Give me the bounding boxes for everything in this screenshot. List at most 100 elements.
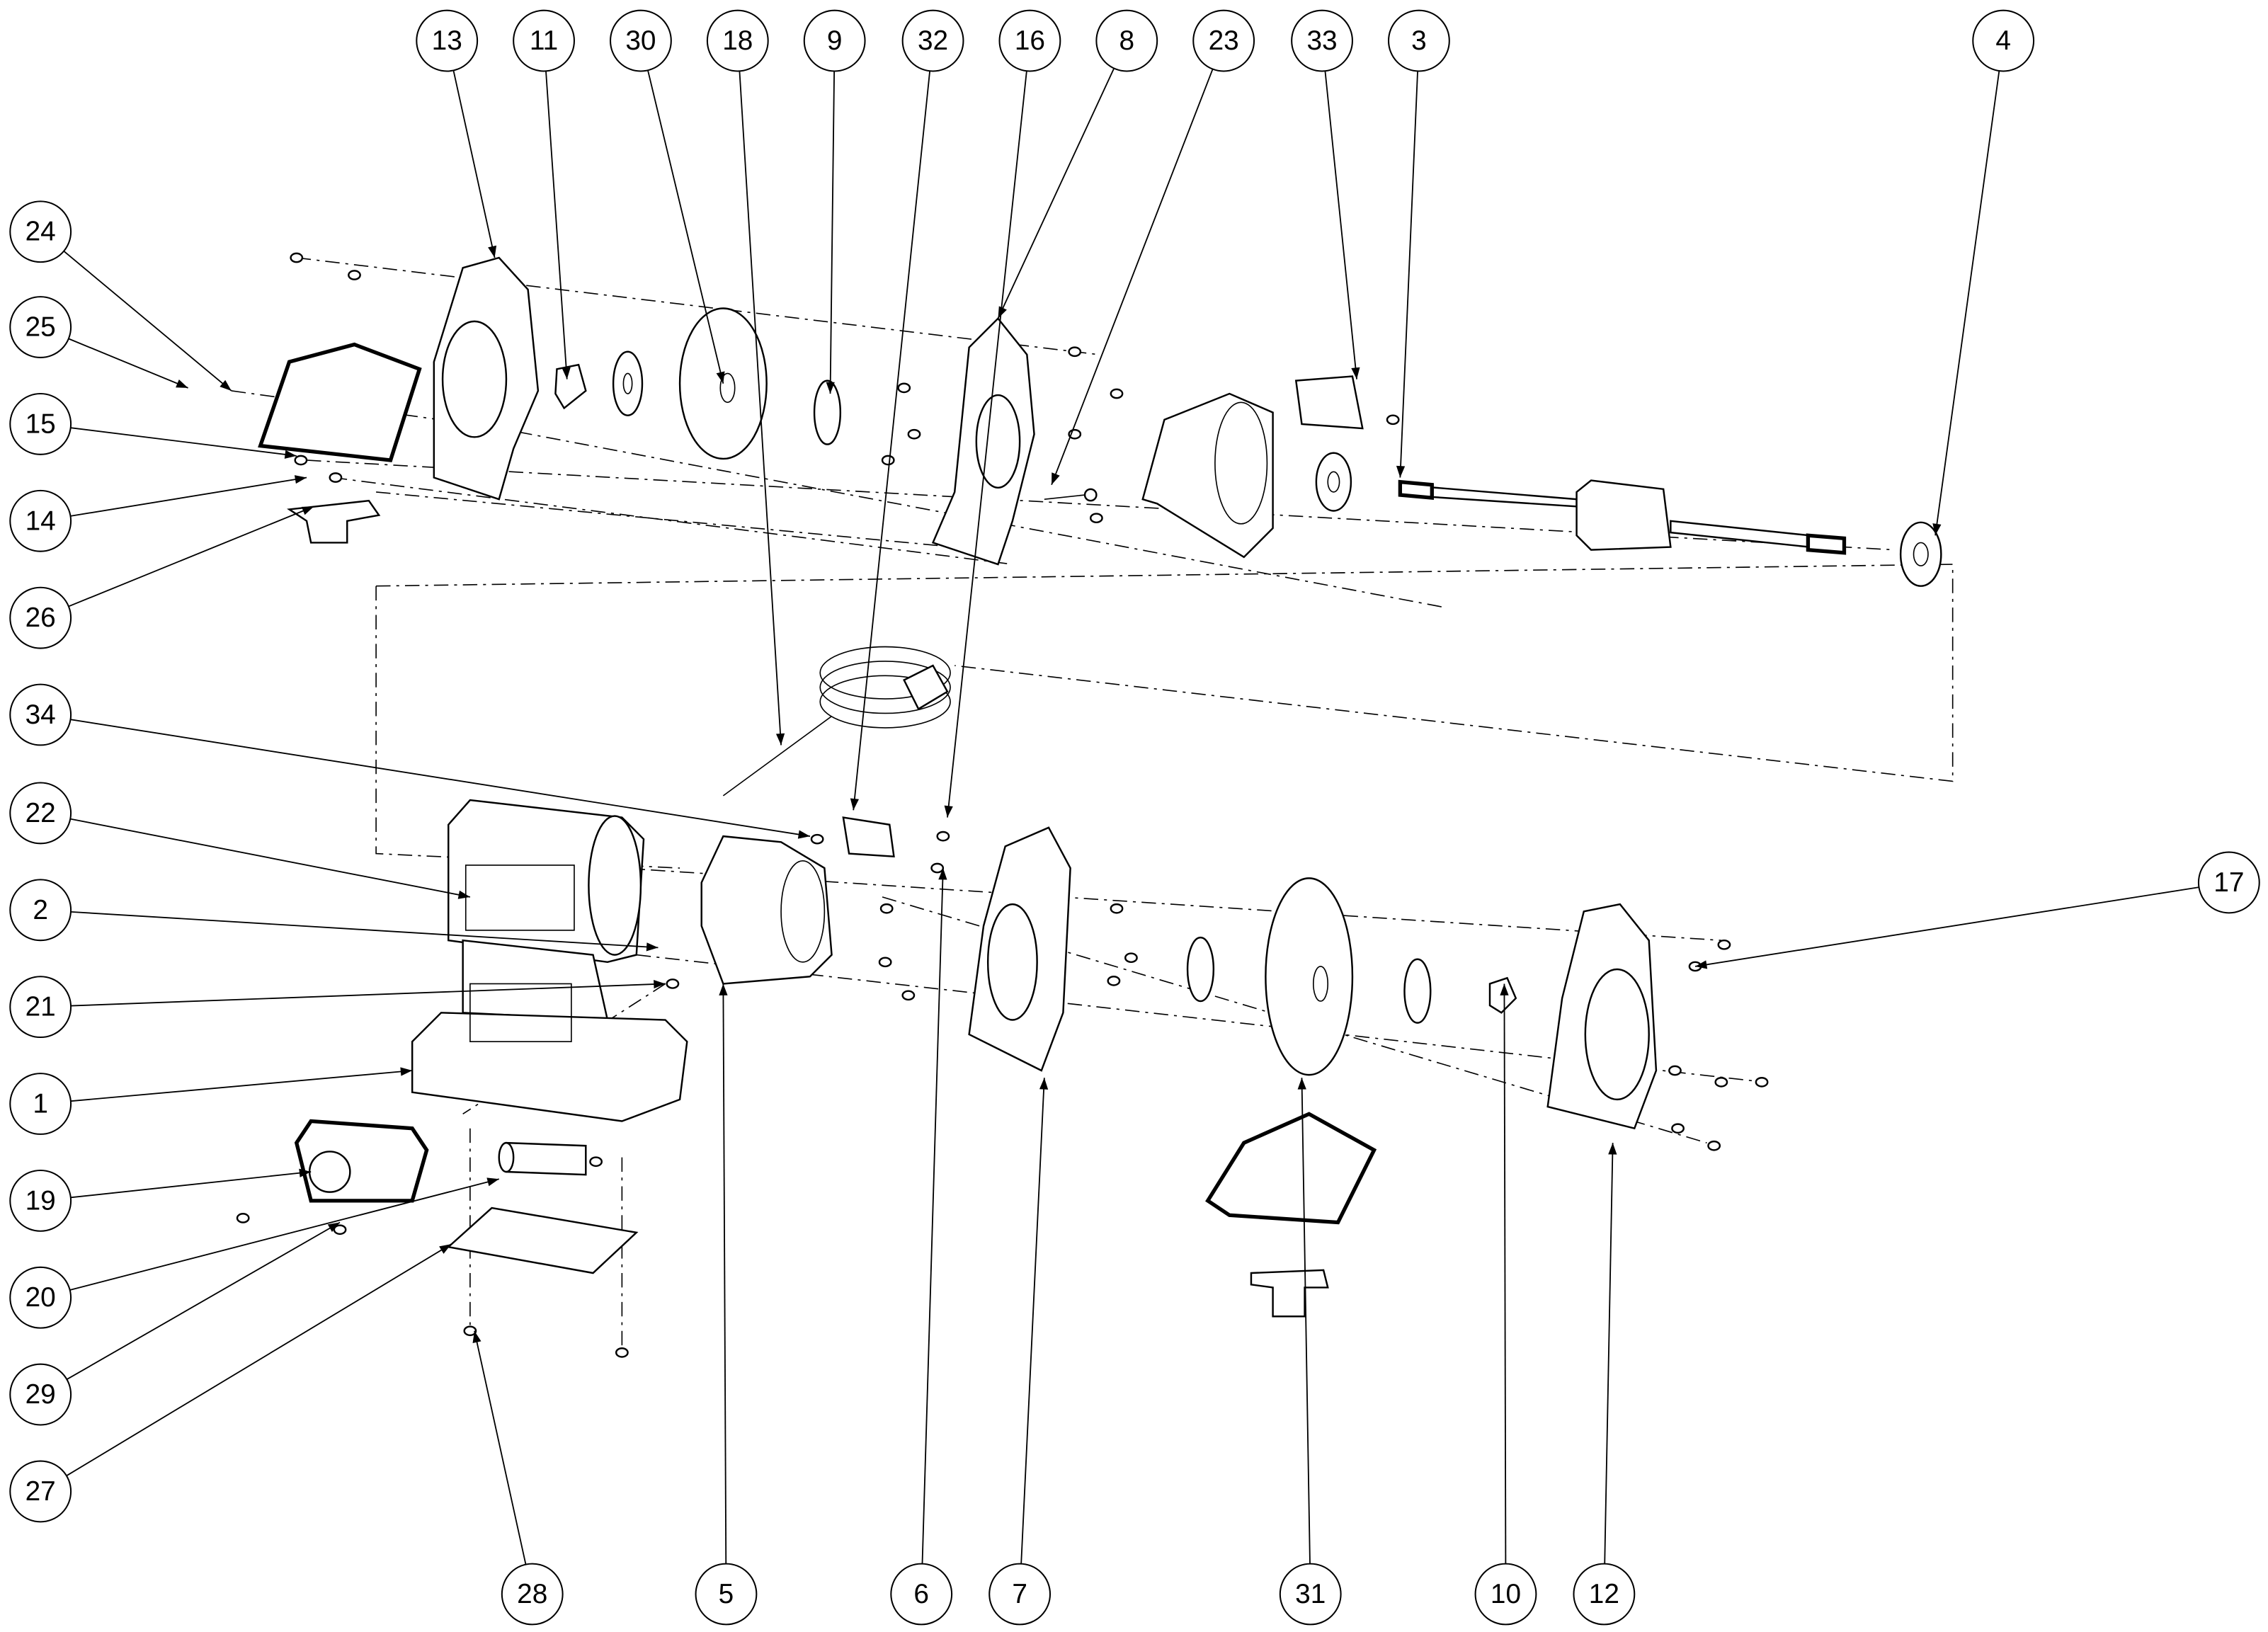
arrowhead bbox=[938, 868, 947, 880]
arrowhead bbox=[944, 805, 953, 818]
arrowhead bbox=[1695, 960, 1708, 969]
leader-line bbox=[70, 1171, 312, 1199]
leader-line bbox=[70, 719, 811, 838]
callout-number: 7 bbox=[1012, 1579, 1027, 1609]
leader-line bbox=[70, 477, 307, 517]
callout-circle bbox=[1279, 1563, 1342, 1626]
callout-25: 25 bbox=[9, 296, 72, 358]
screw bbox=[236, 1213, 250, 1223]
leader-line bbox=[68, 506, 314, 607]
leader-line bbox=[63, 250, 232, 392]
base-plate bbox=[446, 1206, 639, 1274]
callout-22: 22 bbox=[9, 782, 72, 845]
screw bbox=[1089, 513, 1103, 524]
screw bbox=[878, 957, 892, 968]
arrowhead bbox=[797, 830, 810, 839]
callout-circle bbox=[610, 9, 672, 72]
leader-line bbox=[739, 71, 782, 746]
power-cord bbox=[819, 646, 951, 700]
callout-circle bbox=[1474, 1563, 1537, 1626]
callout-circle bbox=[513, 9, 575, 72]
callout-number: 3 bbox=[1411, 25, 1427, 56]
grinding-wheel-right bbox=[1265, 877, 1354, 1076]
callout-3: 3 bbox=[1387, 9, 1450, 72]
callout-26: 26 bbox=[9, 586, 72, 649]
callout-number: 21 bbox=[25, 992, 56, 1022]
callout-number: 34 bbox=[25, 700, 56, 730]
callout-circle bbox=[9, 586, 72, 649]
callout-number: 31 bbox=[1295, 1579, 1326, 1609]
callout-9: 9 bbox=[803, 9, 866, 72]
tool-rest-left bbox=[287, 499, 381, 544]
callout-23: 23 bbox=[1192, 9, 1255, 72]
leader-line bbox=[947, 71, 1027, 818]
screw bbox=[329, 472, 343, 483]
callout-circle bbox=[890, 1563, 953, 1626]
bracket-33 bbox=[1294, 375, 1364, 430]
screw bbox=[333, 1224, 347, 1236]
callout-18: 18 bbox=[706, 9, 769, 72]
callout-number: 24 bbox=[25, 217, 56, 247]
screw bbox=[1068, 346, 1082, 358]
arrowhead bbox=[646, 942, 659, 952]
callout-29: 29 bbox=[9, 1363, 72, 1426]
callout-21: 21 bbox=[9, 976, 72, 1039]
parts-drawings bbox=[236, 252, 1942, 1358]
callout-24: 24 bbox=[9, 200, 72, 263]
callout-circle bbox=[9, 1073, 72, 1135]
arrowhead bbox=[1052, 472, 1060, 485]
leader-line bbox=[997, 68, 1115, 319]
arrowhead bbox=[220, 380, 232, 391]
armature bbox=[1575, 479, 1672, 551]
arrowhead bbox=[400, 1067, 413, 1076]
arrowhead bbox=[826, 382, 835, 394]
callout-31: 31 bbox=[1279, 1563, 1342, 1626]
screw bbox=[290, 252, 304, 263]
callout-6: 6 bbox=[890, 1563, 953, 1626]
leader-line bbox=[452, 70, 496, 258]
flange-9 bbox=[813, 380, 842, 445]
callout-number: 12 bbox=[1589, 1579, 1619, 1609]
screw bbox=[810, 833, 824, 845]
leader-line bbox=[1503, 983, 1507, 1564]
callout-32: 32 bbox=[901, 9, 964, 72]
arrowhead bbox=[299, 1168, 312, 1177]
callout-14: 14 bbox=[9, 489, 72, 552]
arrowhead bbox=[716, 371, 725, 384]
callout-circle bbox=[9, 1460, 72, 1523]
callout-7: 7 bbox=[988, 1563, 1052, 1626]
bearing bbox=[1315, 452, 1352, 512]
guard-opening bbox=[441, 320, 508, 438]
screw bbox=[907, 428, 921, 440]
screw bbox=[1110, 903, 1124, 914]
leader-line bbox=[1020, 1078, 1045, 1564]
callout-circle bbox=[9, 1169, 72, 1232]
callout-number: 30 bbox=[625, 25, 656, 56]
arrowhead bbox=[176, 379, 188, 388]
screw bbox=[1124, 952, 1138, 964]
screw bbox=[930, 862, 945, 874]
screw bbox=[1668, 1065, 1682, 1076]
callout-number: 17 bbox=[2213, 867, 2244, 898]
callout-circle bbox=[901, 9, 964, 72]
leader-line bbox=[70, 911, 659, 949]
screw bbox=[936, 831, 950, 842]
leader-line bbox=[1934, 70, 2000, 536]
leader-line bbox=[829, 71, 836, 394]
screw bbox=[615, 1347, 629, 1358]
screw bbox=[1107, 976, 1121, 986]
callout-circle bbox=[803, 9, 866, 72]
screw bbox=[901, 990, 916, 1001]
arrowhead bbox=[654, 979, 666, 989]
callout-circle bbox=[416, 9, 479, 72]
callout-number: 5 bbox=[719, 1579, 734, 1609]
screw bbox=[294, 455, 308, 466]
callout-19: 19 bbox=[9, 1169, 72, 1232]
callout-number: 28 bbox=[517, 1579, 547, 1609]
callout-4: 4 bbox=[1972, 9, 2035, 72]
callout-number: 25 bbox=[25, 312, 56, 343]
callout-number: 1 bbox=[33, 1089, 48, 1119]
callout-number: 9 bbox=[827, 25, 843, 56]
arrowhead bbox=[439, 1244, 452, 1254]
